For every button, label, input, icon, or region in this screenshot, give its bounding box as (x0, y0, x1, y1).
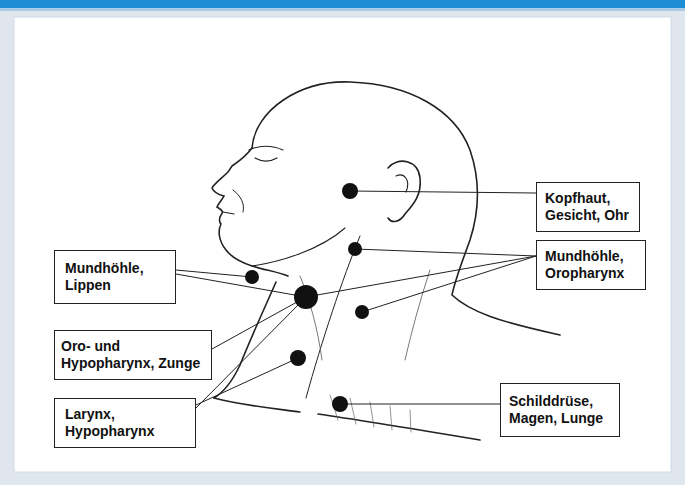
region-label: Kopfhaut, Gesicht, Ohr (545, 190, 637, 224)
ear-inner (396, 175, 408, 192)
top-bar (0, 0, 685, 8)
region-box: Oro- und Hypopharynx, Zunge (54, 330, 212, 380)
lymph-nodes (245, 183, 369, 412)
region-box: Schilddrüse, Magen, Lunge (500, 383, 620, 437)
region-box: Larynx, Hypopharynx (54, 398, 196, 448)
lymph-node (294, 285, 318, 309)
lymph-node (348, 242, 362, 256)
lymph-node (332, 396, 348, 412)
collar-left (214, 398, 300, 412)
region-label: Mundhöhle, Lippen (65, 260, 169, 294)
region-label: Oro- und Hypopharynx, Zunge (61, 338, 205, 372)
eye (255, 158, 277, 161)
skull-line (252, 82, 560, 335)
lymph-node (245, 270, 259, 284)
eyebrow (249, 146, 283, 150)
region-box: Kopfhaut, Gesicht, Ohr (536, 182, 640, 232)
region-label: Larynx, Hypopharynx (65, 406, 181, 440)
cheek-line (233, 190, 244, 212)
jaw-line (252, 228, 345, 266)
lymph-node (342, 183, 358, 199)
region-label: Mundhöhle, Oropharynx (545, 248, 637, 282)
neck-muscle (306, 236, 360, 398)
panel (14, 17, 671, 472)
mouth (223, 212, 234, 214)
neck-shading (405, 270, 430, 360)
face-profile (212, 148, 288, 276)
clavicle-hatching (330, 395, 411, 432)
region-label: Schilddrüse, Magen, Lunge (509, 393, 611, 427)
region-box: Mundhöhle, Lippen (54, 250, 176, 304)
leader-lines (176, 191, 536, 408)
lymph-node (290, 350, 306, 366)
collar-right (318, 414, 480, 440)
top-bar-strip (0, 8, 685, 11)
region-box: Mundhöhle, Oropharynx (536, 240, 646, 290)
lymph-node (355, 305, 369, 319)
